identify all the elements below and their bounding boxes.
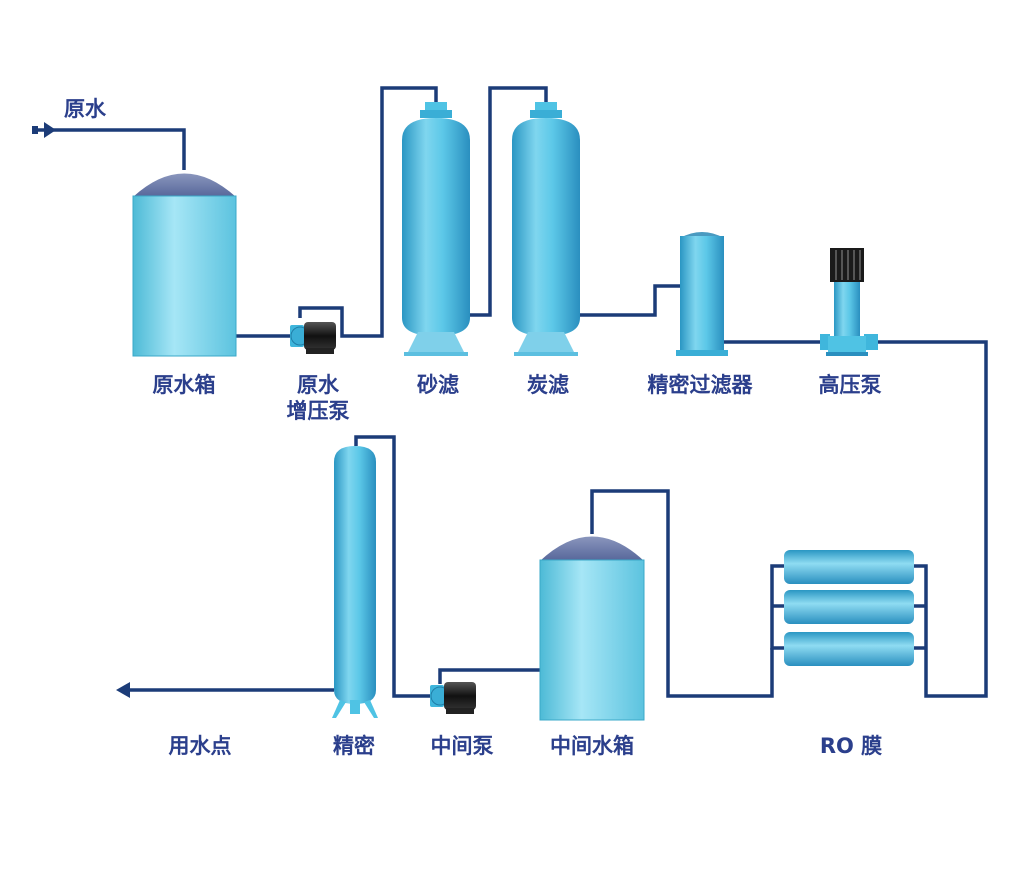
intermediate-pump (430, 682, 476, 714)
pipe-raw-inlet (38, 128, 186, 170)
label-booster-pump-line1: 原水 (297, 373, 339, 397)
pipe-carbon-to-precision (580, 284, 680, 317)
label-point-of-use: 用水点 (168, 734, 232, 758)
label-raw-water-tank: 原水箱 (152, 373, 216, 397)
carbon-filter-vessel (512, 102, 580, 356)
label-precision-filter: 精密过滤器 (647, 373, 753, 397)
pipe-mid-tank-to-pump (438, 668, 540, 684)
inlet-arrow-stub (32, 126, 38, 134)
pipe-ro-to-mid-tank (590, 489, 774, 698)
raw-water-tank (132, 173, 237, 357)
pipe-hpp-to-ro (878, 340, 988, 698)
pipe-network (38, 86, 988, 698)
label-carbon-filter: 炭滤 (527, 373, 569, 397)
pipe-booster-to-sand (298, 86, 438, 338)
label-high-pressure-pump: 高压泵 (818, 373, 882, 397)
precision-filter-vessel (676, 232, 728, 356)
flow-arrows (32, 122, 130, 698)
label-intermediate-tank: 中间水箱 (550, 734, 634, 758)
label-ro-membrane: RO 膜 (819, 734, 883, 758)
label-polish-filter: 精密 (333, 734, 375, 758)
booster-pump (290, 322, 336, 354)
high-pressure-pump (820, 248, 878, 356)
sand-filter-vessel (402, 102, 470, 356)
label-raw-water-inlet: 原水 (64, 97, 106, 121)
outlet-arrow-icon (116, 682, 130, 698)
intermediate-water-tank (539, 536, 645, 721)
polish-filter-vessel (332, 446, 378, 718)
ro-membrane-array (784, 550, 914, 666)
inlet-arrow-icon (44, 122, 56, 138)
pipe-sand-to-carbon (470, 86, 548, 317)
label-sand-filter: 砂滤 (417, 373, 459, 397)
label-booster-pump-line2: 增压泵 (286, 399, 350, 423)
label-intermediate-pump: 中间泵 (430, 734, 494, 758)
pipe-pump-to-polish (354, 435, 430, 698)
